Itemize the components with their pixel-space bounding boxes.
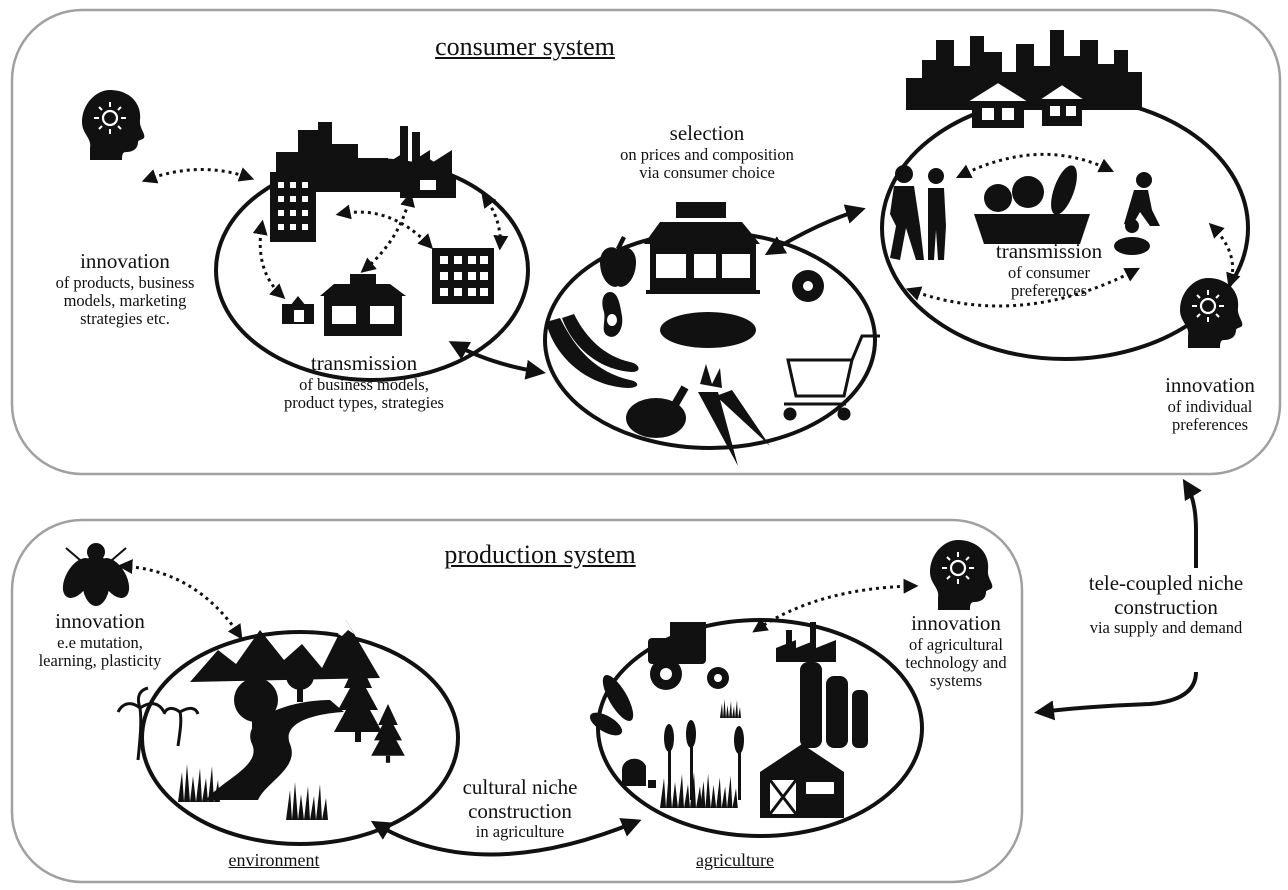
solid-arrow (448, 341, 546, 380)
head-lightbulb-icon (1178, 276, 1244, 350)
grass-icon (700, 773, 738, 808)
hotel-icon (270, 172, 316, 242)
environment-label: environment (228, 850, 320, 870)
child-icon (1114, 172, 1160, 255)
chicken-icon (626, 385, 689, 438)
barn-icon (760, 744, 844, 818)
dotted-arrow (141, 167, 255, 184)
factory-icon (776, 622, 836, 662)
food-basket-icon (974, 165, 1090, 244)
dotted-arrow (955, 152, 1115, 179)
agriculture-label: agriculture (696, 850, 774, 870)
selection-label: selection on prices and composition via … (620, 121, 794, 182)
transmission-consumer-label: transmission of consumer preferences (995, 239, 1103, 300)
production-system-panel (10, 518, 1024, 884)
head-lightbulb-icon (928, 538, 994, 612)
mountain-icon (190, 620, 380, 682)
dotted-arrow (335, 204, 434, 250)
tree-icon (371, 704, 405, 763)
grass-icon (286, 782, 328, 820)
house-icon (962, 80, 1090, 128)
beehive-icon (622, 758, 656, 788)
transmission-business-label: transmission of business models, product… (284, 351, 444, 412)
fly-icon (62, 543, 130, 606)
apple-icon (600, 236, 636, 287)
wheat-icon (664, 720, 744, 800)
house-icon (400, 158, 456, 198)
dotted-arrow (752, 578, 919, 633)
river-icon (206, 700, 344, 800)
bread-icon (660, 312, 756, 348)
banana-icon (546, 314, 639, 388)
family-icon (890, 165, 946, 260)
corn-icon (589, 675, 634, 736)
grass-icon (720, 699, 741, 718)
consumer-system-title: consumer system (435, 32, 615, 61)
avocado-icon (602, 292, 623, 337)
grass-icon (660, 770, 702, 808)
tractor-icon (648, 622, 729, 690)
environment-ellipse (140, 630, 460, 846)
silo-icon (800, 662, 868, 748)
innovation-products-label: innovation of products, business models,… (55, 249, 195, 329)
production-system-title: production system (444, 540, 636, 569)
store-icon (320, 274, 406, 336)
solid-arrow (370, 818, 642, 857)
dotted-arrow (481, 192, 509, 251)
consumer-system-panel (10, 8, 1282, 476)
palm-icon (116, 686, 200, 761)
donut-icon (792, 270, 824, 302)
barn-icon (282, 296, 314, 324)
dotted-arrow (117, 559, 243, 640)
dotted-arrow (252, 219, 286, 300)
tele-coupled-arrow-in (1034, 671, 1198, 721)
cultural-niche-label: cultural niche construction in agricultu… (462, 775, 578, 842)
solid-arrow (764, 204, 866, 256)
dotted-arrow (1208, 222, 1241, 289)
tele-coupled-arrow-up (1182, 478, 1202, 568)
dotted-arrow (905, 267, 1140, 308)
innovation-agriculture-label: innovation of agricultural technology an… (905, 611, 1007, 691)
innovation-environment-label: innovation e.e mutation, learning, plast… (38, 609, 162, 670)
innovation-individual-label: innovation of individual preferences (1165, 373, 1255, 434)
shopping-cart-icon (783, 334, 880, 421)
head-lightbulb-icon (80, 88, 146, 162)
store-icon (644, 202, 760, 294)
office-building-icon (432, 248, 494, 304)
dotted-arrow (360, 191, 415, 273)
carrot-icon (698, 364, 770, 466)
tele-coupled-label: tele-coupled niche construction via supp… (1056, 571, 1276, 638)
